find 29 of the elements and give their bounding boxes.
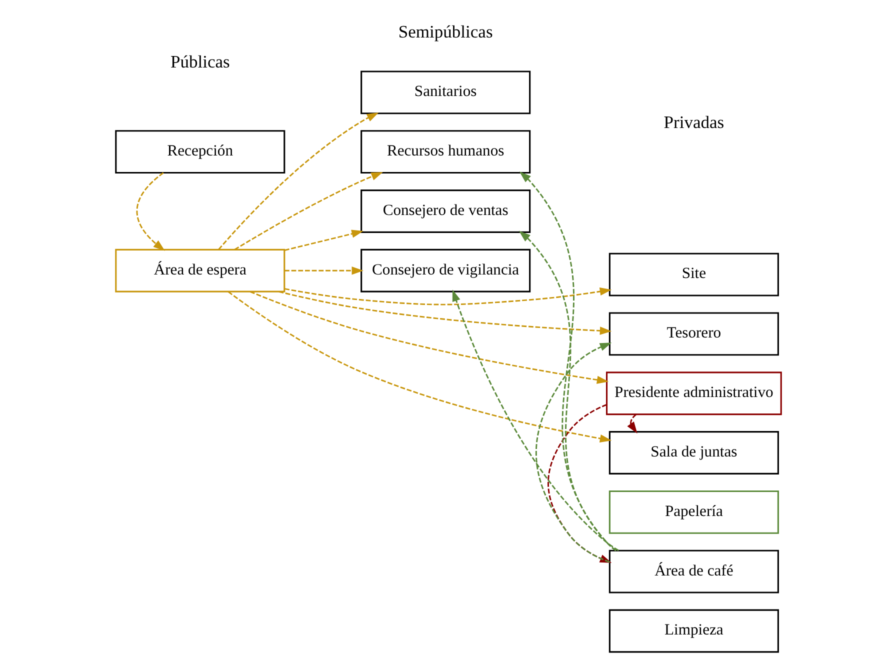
node-box: Consejero de ventas (360, 190, 530, 233)
node-box: Tesorero (608, 312, 778, 356)
arrow (284, 230, 363, 251)
label: Semipúblicas (398, 21, 492, 42)
arrow (452, 290, 619, 552)
node-box: Sanitarios (360, 70, 530, 114)
arrow (136, 172, 164, 251)
label: Públicas (170, 51, 230, 72)
node-box: Recursos humanos (360, 130, 530, 174)
arrow (227, 291, 612, 443)
arrow (278, 290, 612, 335)
arrow (249, 291, 608, 384)
node-box: Presidente administrativo (605, 372, 782, 416)
node-box: Área de café (608, 550, 778, 594)
arrow (218, 112, 378, 250)
arrow (234, 172, 382, 250)
node-box: Recepción (114, 130, 285, 174)
arrow (284, 287, 612, 306)
node-box: Site (608, 252, 778, 296)
label: Privadas (663, 112, 724, 132)
node-box: Área de espera (114, 248, 285, 292)
node-box: Consejero de vigilancia (360, 248, 530, 292)
node-box: Sala de juntas (608, 431, 778, 474)
arrow (626, 414, 637, 434)
arrow (518, 172, 616, 552)
arrow (284, 266, 363, 275)
node-box: Papelería (608, 490, 778, 534)
arrow (518, 230, 616, 552)
node-box: Limpieza (608, 609, 778, 653)
